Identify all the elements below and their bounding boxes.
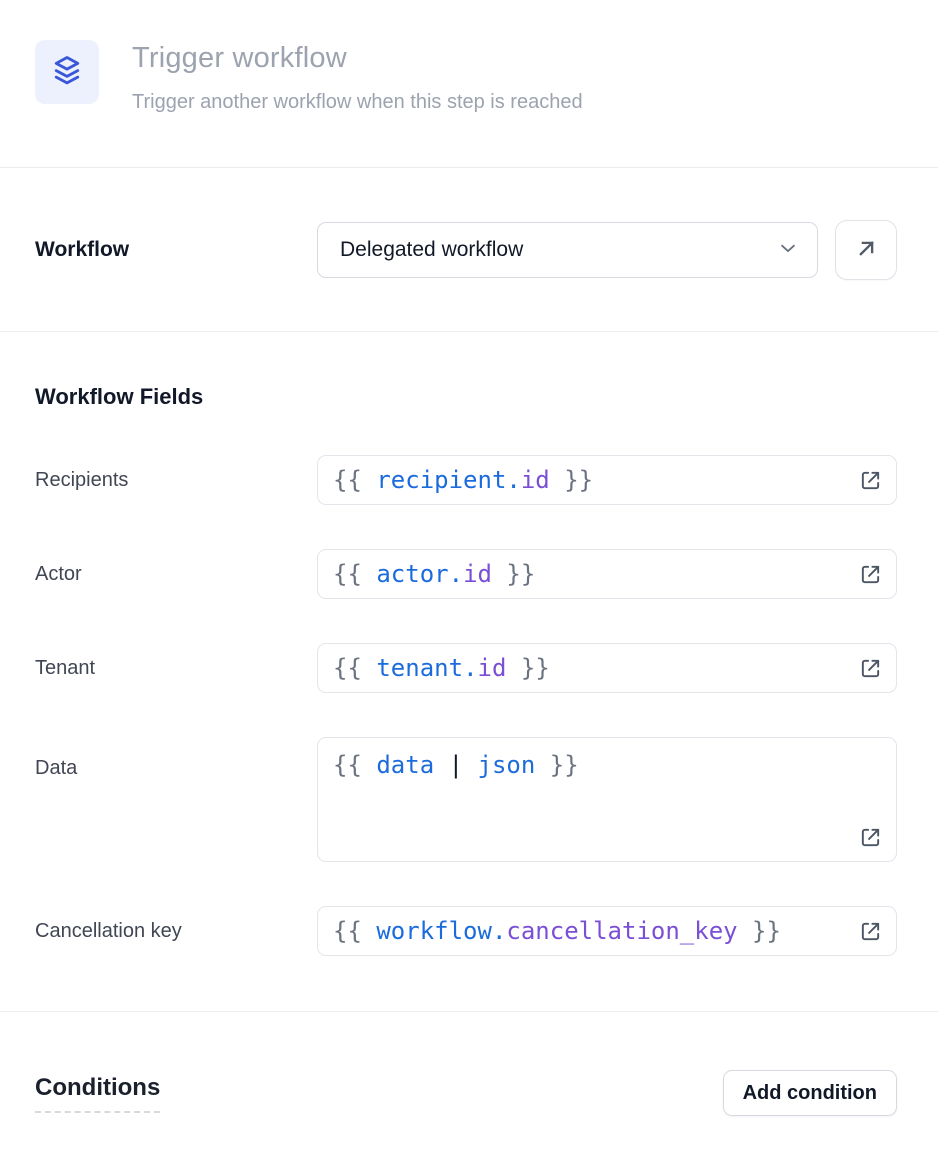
template-code: {{ tenant.id }} xyxy=(333,654,550,682)
recipients-template-input[interactable]: {{ recipient.id }} xyxy=(317,455,897,505)
workflow-select[interactable]: Delegated workflow xyxy=(317,222,818,278)
field-label: Tenant xyxy=(35,656,96,679)
cancellation-key-template-input[interactable]: {{ workflow.cancellation_key }} xyxy=(317,906,897,956)
workflow-fields-section: Workflow Fields Recipients {{ recipient.… xyxy=(0,332,938,1011)
header-text: Trigger workflow Trigger another workflo… xyxy=(132,40,583,114)
template-code: {{ workflow.cancellation_key }} xyxy=(333,917,781,945)
external-link-icon[interactable] xyxy=(858,468,882,492)
field-row-actor: Actor {{ actor.id }} xyxy=(35,549,897,599)
external-link-icon[interactable] xyxy=(858,562,882,586)
workflow-select-value: Delegated workflow xyxy=(340,238,524,261)
external-link-icon[interactable] xyxy=(858,825,882,849)
external-link-icon[interactable] xyxy=(858,919,882,943)
template-code: {{ data | json }} xyxy=(333,751,579,779)
tenant-template-input[interactable]: {{ tenant.id }} xyxy=(317,643,897,693)
conditions-heading: Conditions xyxy=(35,1074,161,1113)
field-label: Actor xyxy=(35,562,82,585)
divider xyxy=(0,331,938,332)
template-code: {{ actor.id }} xyxy=(333,560,536,588)
field-row-recipients: Recipients {{ recipient.id }} xyxy=(35,455,897,505)
field-row-cancellation-key: Cancellation key {{ workflow.cancellatio… xyxy=(35,906,897,956)
chevron-down-icon xyxy=(777,237,799,264)
page-subtitle: Trigger another workflow when this step … xyxy=(132,91,583,113)
arrow-up-right-icon xyxy=(853,235,880,265)
step-icon-box xyxy=(35,40,99,104)
template-code: {{ recipient.id }} xyxy=(333,466,594,494)
workflow-fields-heading: Workflow Fields xyxy=(35,384,204,409)
divider xyxy=(0,167,938,168)
field-row-tenant: Tenant {{ tenant.id }} xyxy=(35,643,897,693)
external-link-icon[interactable] xyxy=(858,656,882,680)
workflow-selector-row: Workflow Delegated workflow xyxy=(0,168,938,331)
add-condition-button[interactable]: Add condition xyxy=(722,1070,897,1116)
conditions-section: Conditions Add condition xyxy=(0,1012,938,1116)
bottom-spacer xyxy=(0,1116,938,1156)
divider xyxy=(0,1011,938,1012)
page-title: Trigger workflow xyxy=(132,42,347,74)
workflow-label: Workflow xyxy=(35,238,130,261)
field-label: Cancellation key xyxy=(35,919,182,942)
field-row-data: Data {{ data | json }} xyxy=(35,737,897,862)
actor-template-input[interactable]: {{ actor.id }} xyxy=(317,549,897,599)
field-label: Data xyxy=(35,757,78,779)
workflow-label-col: Workflow xyxy=(35,238,317,262)
data-template-input[interactable]: {{ data | json }} xyxy=(317,737,897,862)
panel-header: Trigger workflow Trigger another workflo… xyxy=(0,0,938,114)
field-label: Recipients xyxy=(35,468,129,491)
open-workflow-button[interactable] xyxy=(835,220,897,280)
layers-icon xyxy=(50,53,84,92)
